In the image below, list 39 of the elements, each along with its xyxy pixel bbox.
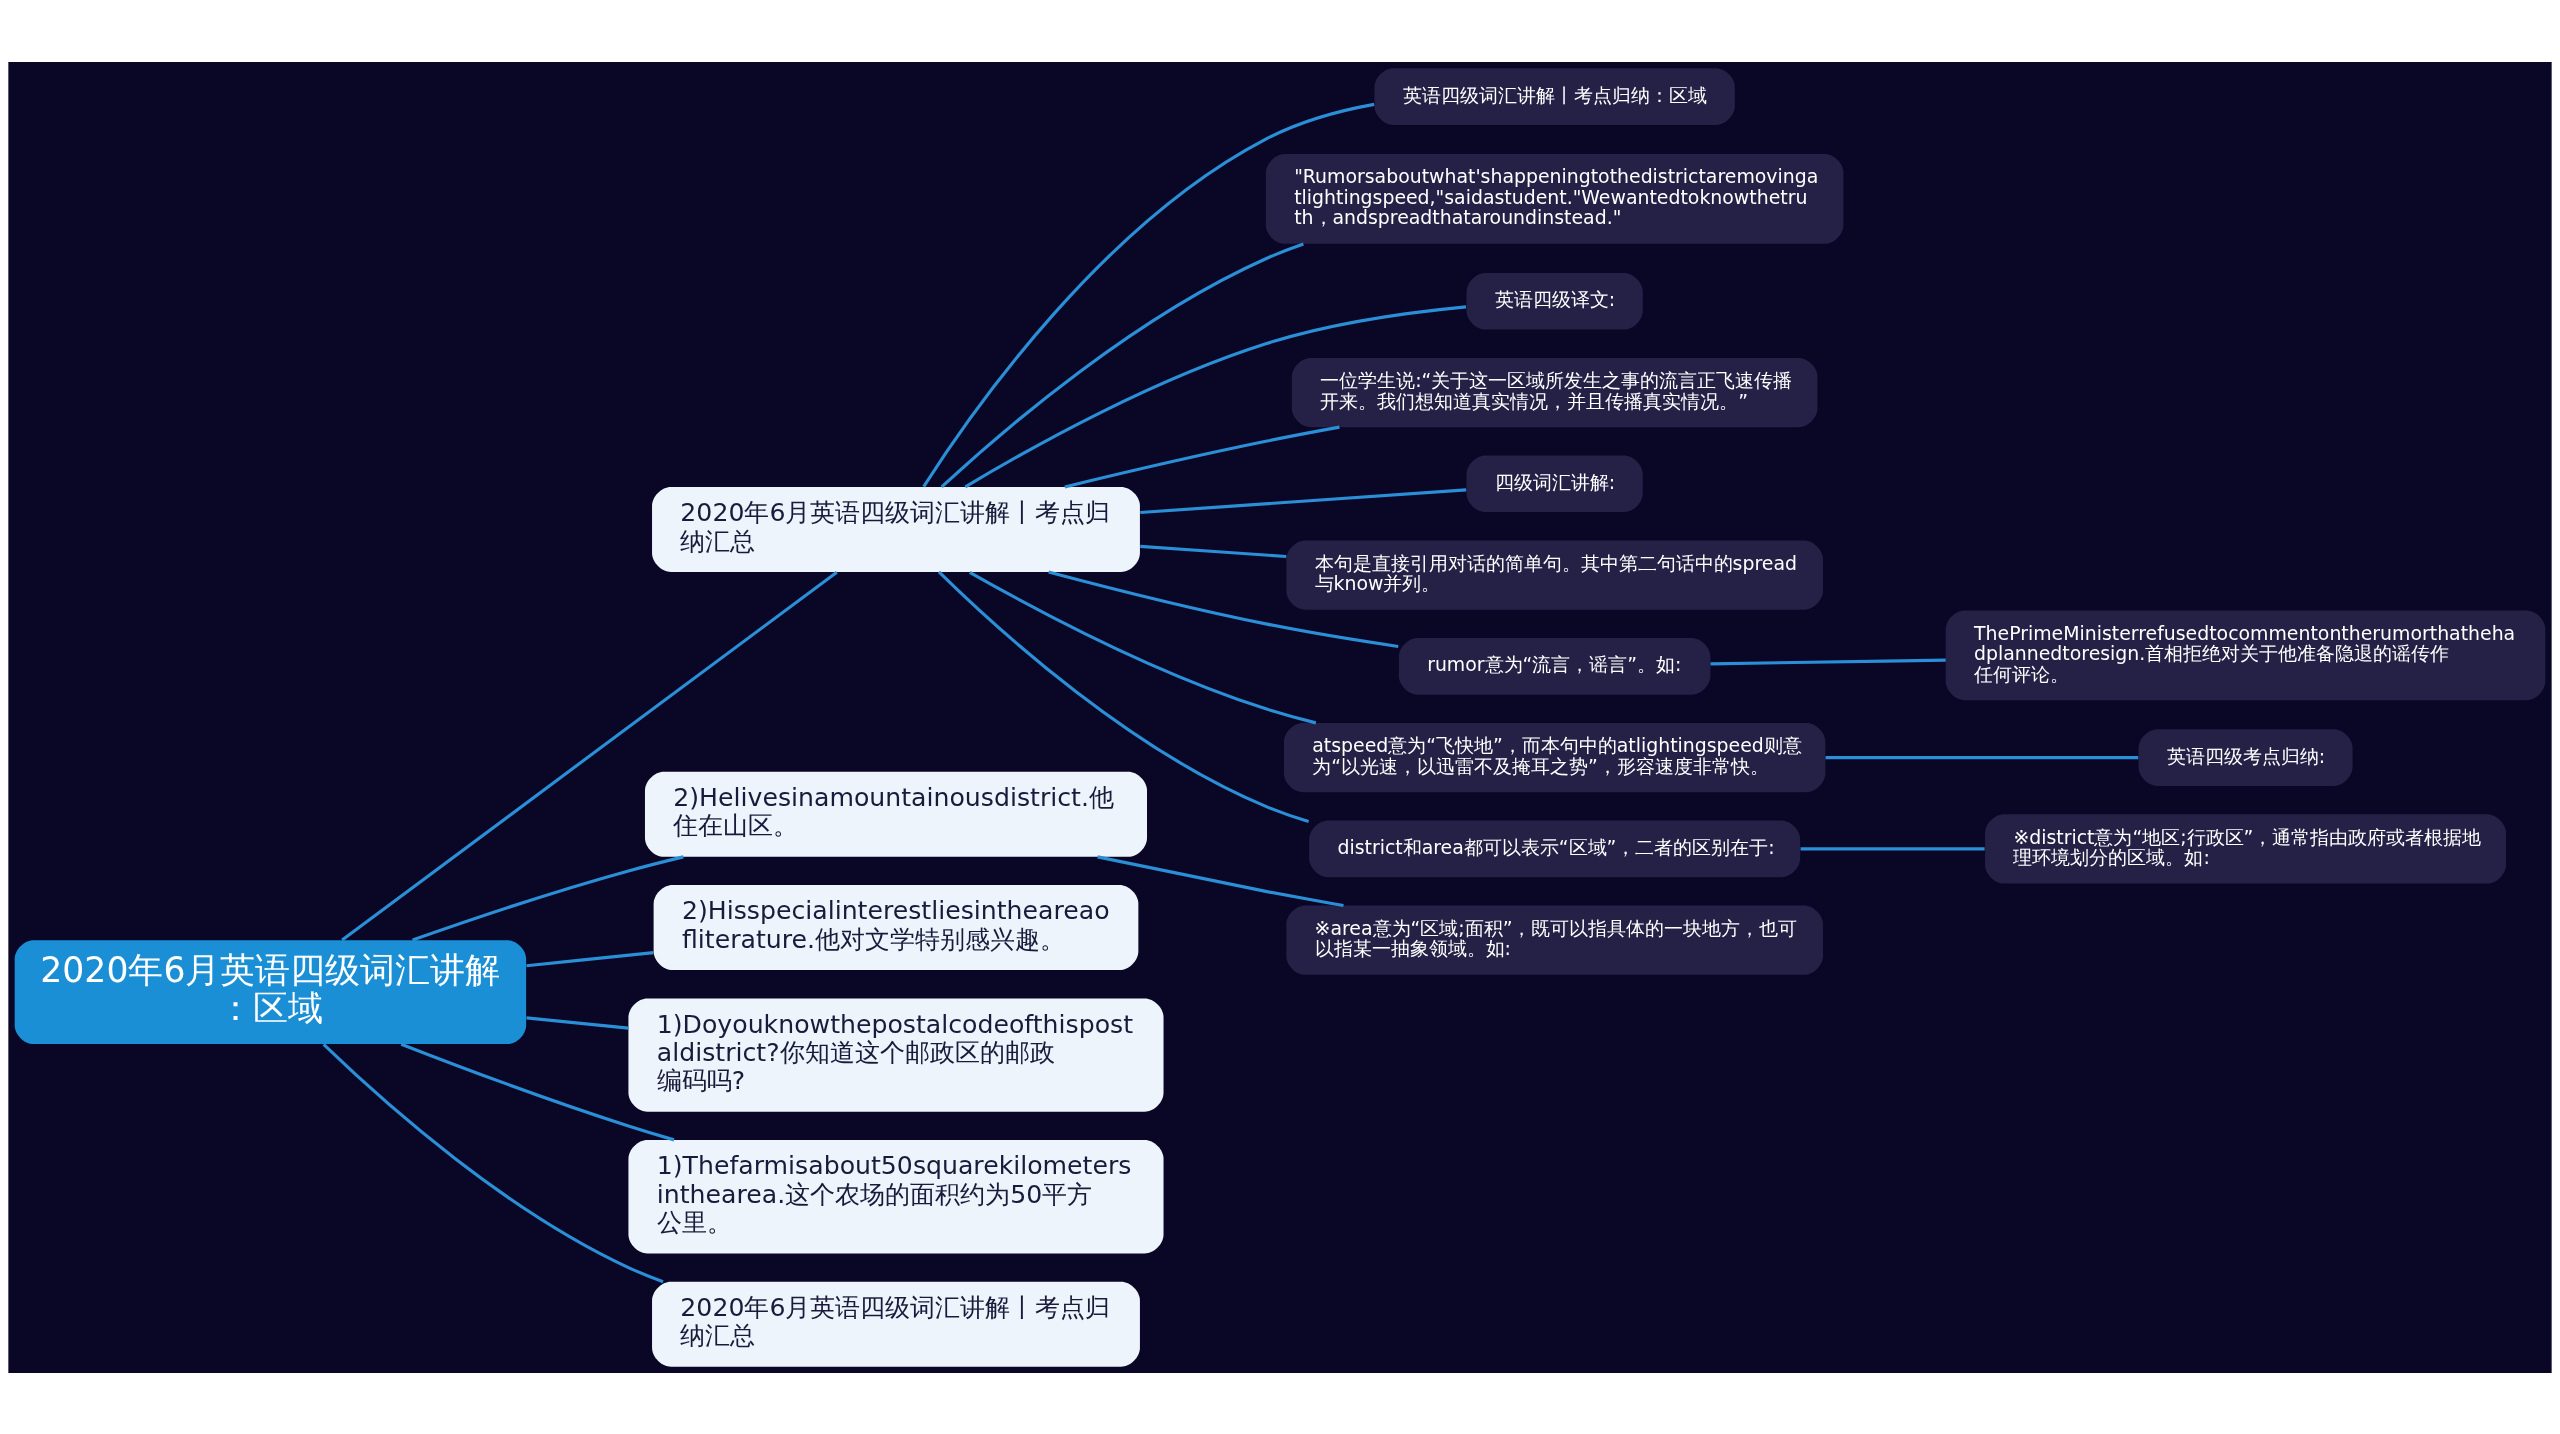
node-box: 2)Hisspecialinterestliesintheareaofliterature.他对文学特别感兴趣。: [653, 884, 1139, 970]
connector: [400, 1042, 675, 1141]
node-box: rumor意为“流言，谣言”。如:: [1398, 637, 1711, 695]
connector: [1800, 846, 1985, 850]
connector: [940, 241, 1304, 488]
connector: [968, 570, 1317, 724]
node-box: 英语四级译文:: [1466, 272, 1643, 330]
connector: [1097, 854, 1344, 907]
connector: [922, 102, 1375, 487]
node-box: 本句是直接引用对话的简单句。其中第二句话中的spread与know并列。: [1286, 539, 1823, 610]
node-box: 1)Doyouknowthepostalcodeofthispostaldistrict?你知道这个邮政区的邮政编码吗?: [628, 997, 1164, 1112]
connector: [341, 570, 838, 941]
connector: [322, 1042, 664, 1283]
node-box: 2)Helivesinamountainousdistrict.他住在山区。: [644, 771, 1147, 857]
connector: [964, 304, 1467, 488]
connector: [1048, 569, 1399, 648]
node-box: 一位学生说:“关于这一区域所发生之事的流言正飞速传播开来。我们想知道真实情况，并且传播真实情况。”: [1291, 357, 1818, 427]
node-box: ※area意为“区域;面积”，既可以指具体的一块地方，也可以指某一抽象领域。如:: [1286, 905, 1823, 975]
node-box: 英语四级考点归纳:: [2138, 728, 2353, 786]
node-box: 2020年6月英语四级词汇讲解丨考点归纳汇总: [652, 1281, 1140, 1367]
connector: [937, 570, 1310, 823]
node-box: 英语四级词汇讲解丨考点归纳：区域: [1374, 67, 1735, 125]
connector: [1140, 544, 1287, 558]
connector: [1064, 425, 1340, 488]
node-box: 1)Thefarmisabout50squarekilometersinthearea.这个农场的面积约为50平方公里。: [628, 1139, 1164, 1253]
node-box: ThePrimeMinisterrefusedtocommentontherumorthathehadplannedtoresign.首相拒绝对关于他准备隐退的谣传作任何评论。: [1945, 610, 2546, 700]
connector: [526, 950, 654, 967]
connector: [526, 1015, 629, 1030]
node-box: 2020年6月英语四级词汇讲解：区域: [14, 939, 527, 1044]
connector: [1140, 487, 1467, 514]
node-box: 2020年6月英语四级词汇讲解丨考点归纳汇总: [652, 486, 1140, 572]
node-box: atspeed意为“飞快地”，而本句中的atlightingspeed则意为“以光速，以迅雷不及掩耳之势”，形容速度非常快。: [1283, 722, 1826, 792]
node-box: 四级词汇讲解:: [1466, 454, 1643, 512]
connector: [1710, 658, 1946, 665]
node-box: "Rumorsaboutwhat'shappeningtothedistrictaremovingatlightingspeed,"saidastudent."Wewantedtoknowthetruth，andspreadthataroundinstead.": [1265, 153, 1844, 244]
node-box: ※district意为“地区;行政区”，通常指由政府或者根据地理环境划分的区域。如:: [1985, 813, 2506, 884]
connector: [1825, 755, 2139, 759]
node-box: district和area都可以表示“区域”，二者的区别在于:: [1309, 820, 1801, 877]
connector: [412, 854, 684, 942]
